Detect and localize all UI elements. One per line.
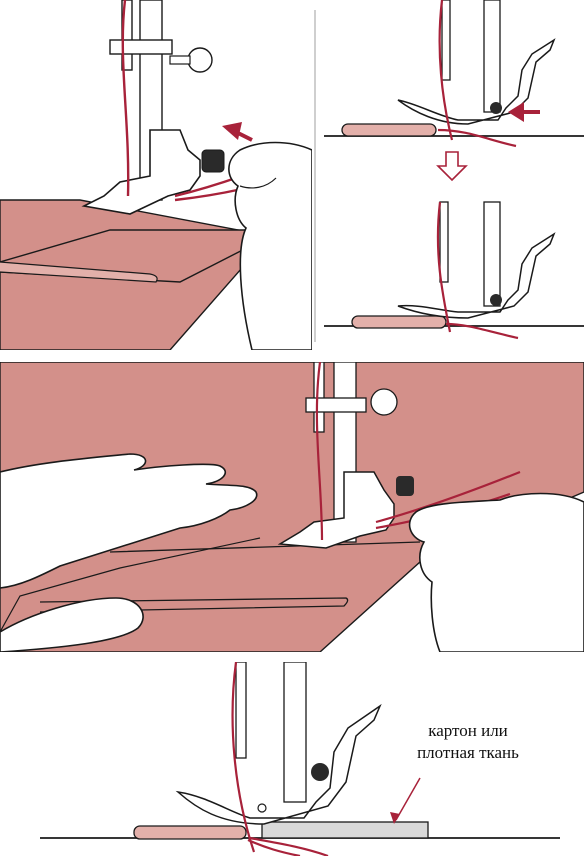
cardboard-caption: картон или плотная ткань [388, 720, 548, 764]
foot-button [396, 476, 414, 496]
caption-line-2: плотная ткань [388, 742, 548, 764]
fabric-seam [352, 316, 446, 328]
foot-button [311, 763, 329, 781]
hand-right [229, 143, 312, 351]
presser-foot [398, 234, 554, 318]
illustration-press-button-on-seam [0, 0, 312, 350]
arrow-down-outline-icon [438, 152, 466, 180]
illustration-side-view-foot-level [318, 182, 584, 350]
illustration-guiding-fabric-with-hands [0, 362, 584, 652]
foot-button [202, 150, 224, 172]
illustration-side-view-button-pressed [318, 0, 584, 182]
foot-button [490, 102, 502, 114]
panel-divider-vertical [314, 10, 316, 342]
fabric-seam [134, 826, 246, 839]
presser-foot [178, 706, 380, 824]
caption-line-1: картон или [388, 720, 548, 742]
hand-right [410, 494, 584, 653]
arrow-left-icon [222, 122, 252, 140]
cardboard [262, 822, 428, 838]
caption-leader-line [396, 778, 420, 820]
foot-button [490, 294, 502, 306]
fabric-seam [342, 124, 436, 136]
